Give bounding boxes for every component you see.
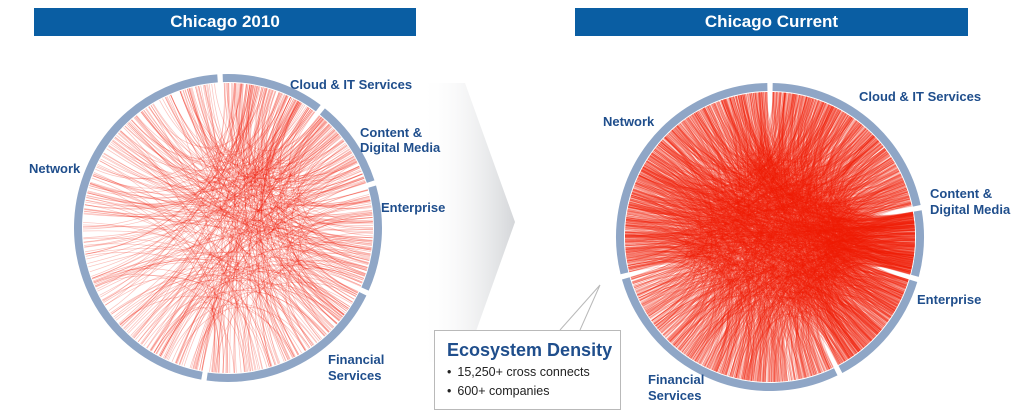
ecosystem-density-callout: Ecosystem Density 15,250+ cross connects… — [434, 330, 621, 410]
right-ring — [616, 83, 924, 391]
right-chord-lines — [624, 92, 916, 383]
left-label-financial-2: Services — [328, 368, 382, 383]
right-label-cloud: Cloud & IT Services — [859, 89, 982, 104]
left-chord-lines — [83, 82, 374, 374]
left-ring — [74, 74, 382, 382]
callout-list: 15,250+ cross connects 600+ companies — [447, 363, 620, 401]
left-label-network: Network — [29, 161, 81, 176]
right-label-financial-1: Financial — [648, 372, 705, 387]
right-label-content-1: Content & — [930, 186, 993, 201]
left-label-cloud: Cloud & IT Services — [290, 77, 413, 92]
left-label-financial-1: Financial — [328, 352, 385, 367]
right-panel-title: Chicago Current — [575, 8, 968, 36]
callout-bullet: 15,250+ cross connects — [447, 363, 620, 382]
right-label-financial-2: Services — [648, 388, 702, 403]
right-label-enterprise: Enterprise — [917, 292, 982, 307]
left-label-content-1: Content & — [360, 125, 423, 140]
right-label-network: Network — [603, 114, 655, 129]
left-label-content-2: Digital Media — [360, 140, 441, 155]
callout-title: Ecosystem Density — [447, 340, 613, 360]
left-label-enterprise: Enterprise — [381, 200, 446, 215]
callout-bullet: 600+ companies — [447, 382, 620, 401]
transition-arrow — [420, 83, 515, 362]
right-label-content-2: Digital Media — [930, 202, 1011, 217]
callout-pointer — [559, 284, 601, 331]
left-panel-title: Chicago 2010 — [34, 8, 416, 36]
